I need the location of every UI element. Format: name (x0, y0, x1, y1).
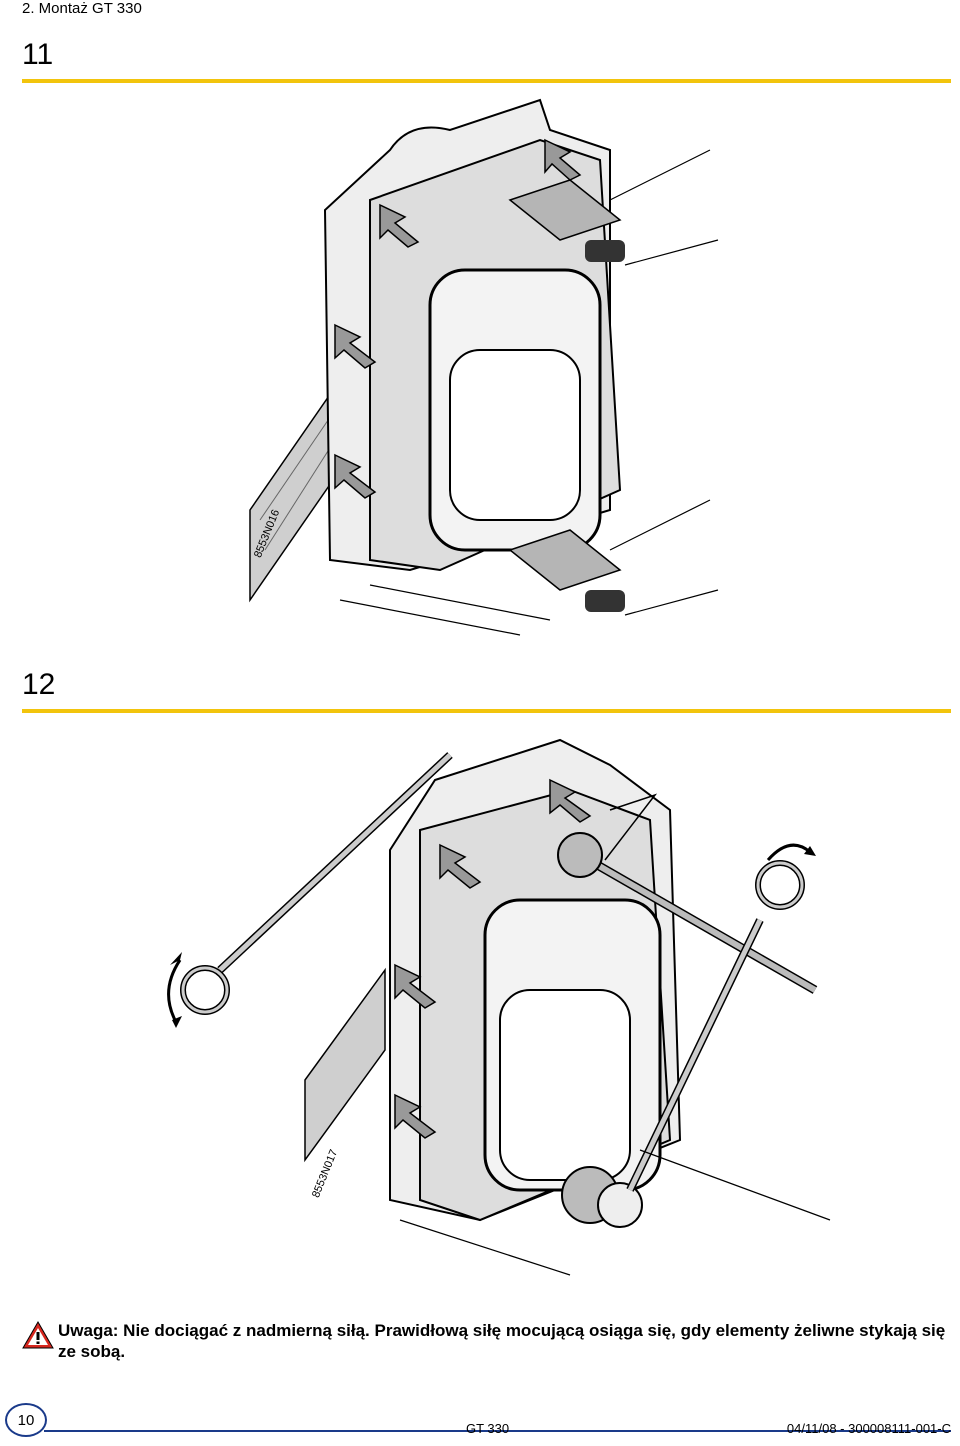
footer-product: GT 330 (466, 1421, 510, 1436)
footer-doc-ref: 04/11/08 - 300008111-001-C (786, 1421, 951, 1436)
figure-12-illustration (167, 738, 831, 1276)
section-divider (22, 79, 951, 83)
breadcrumb: 2. Montaż GT 330 (22, 0, 142, 17)
page-number: 10 (5, 1403, 47, 1437)
step-number-11: 11 (22, 38, 54, 71)
warning-message: Uwaga: Nie dociągać z nadmierną siłą. Pr… (58, 1321, 946, 1361)
footer-rule (44, 1430, 951, 1432)
warning-text: Uwaga: Nie dociągać z nadmierną siłą. Pr… (22, 1320, 952, 1362)
step-number-12: 12 (22, 668, 56, 701)
section-divider (22, 709, 951, 713)
warning-icon (22, 1320, 54, 1349)
figure-11-illustration (249, 98, 719, 636)
